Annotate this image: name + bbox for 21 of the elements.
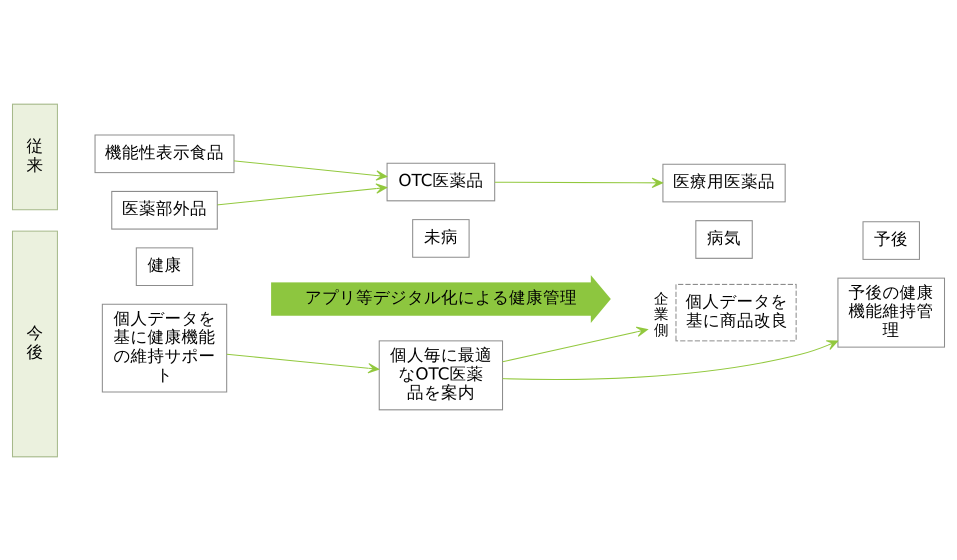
node-box: 個人データを基に健康機能の維持サポート	[102, 303, 228, 392]
arrow	[234, 160, 388, 180]
node-box: 医療用医薬品	[662, 163, 786, 202]
node-box: 個人データを基に商品改良	[675, 283, 797, 341]
node-box: 予後の健康機能維持管理	[837, 277, 946, 348]
node-box: 今後	[12, 230, 58, 457]
node-box: 病気	[695, 220, 753, 258]
arrow	[502, 340, 838, 380]
arrow	[494, 177, 664, 188]
node-box: 予後	[862, 220, 920, 260]
node-box: 機能性表示食品	[94, 134, 235, 173]
node-box: 医薬部外品	[111, 190, 218, 230]
node-box: OTC医薬品	[386, 162, 496, 201]
node-label: 企業側	[654, 290, 670, 338]
node-box: 未病	[412, 218, 470, 258]
node-box: 個人毎に最適なOTC医薬品を案内	[378, 340, 504, 410]
arrow	[226, 353, 380, 373]
node-box: 健康	[136, 246, 194, 286]
arrow	[502, 326, 648, 362]
arrow	[217, 182, 388, 205]
node-box: 従来	[12, 103, 58, 210]
